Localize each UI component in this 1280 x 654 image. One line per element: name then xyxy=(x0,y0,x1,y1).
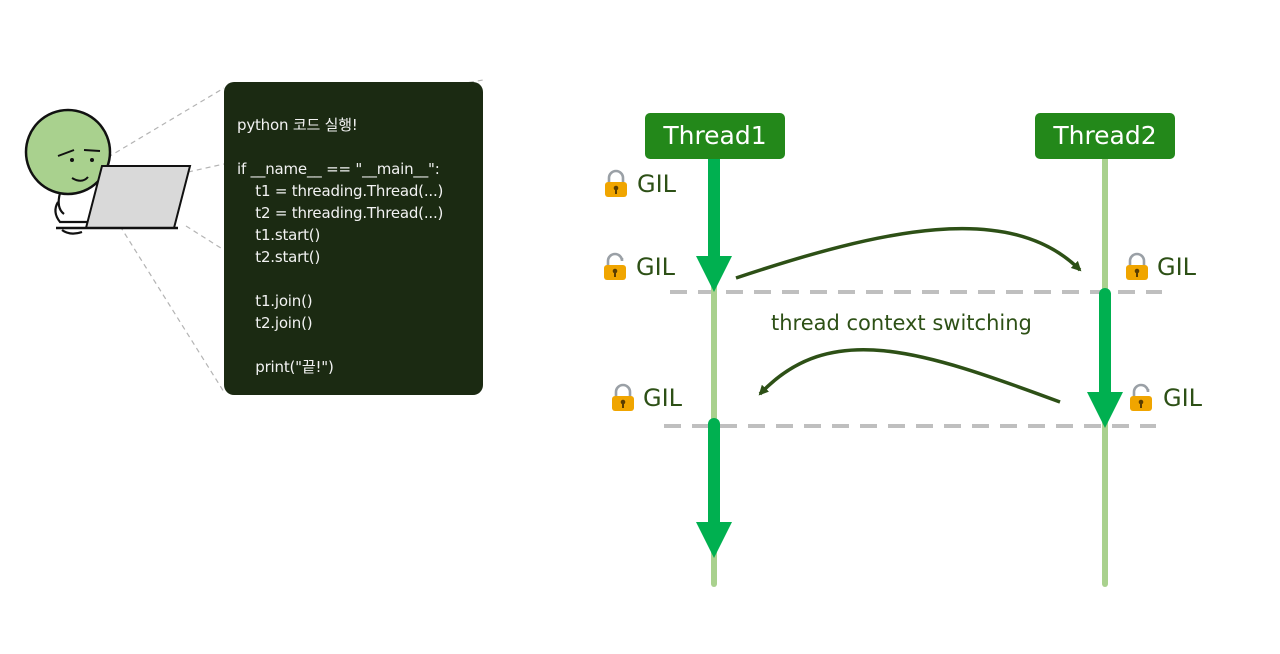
thread1-label: Thread1 xyxy=(645,113,785,159)
character-body xyxy=(54,192,100,224)
thread1-timeline xyxy=(696,147,732,587)
code-line: print("끝!") xyxy=(237,358,334,376)
code-line: python 코드 실행! xyxy=(237,116,358,134)
character-mouth xyxy=(71,176,89,182)
gil-label: GIL xyxy=(636,253,676,281)
thread2-arrowhead xyxy=(1087,392,1123,428)
code-line: if __name__ == "__main__": xyxy=(237,160,440,178)
thread1-arrowhead-2 xyxy=(696,522,732,558)
gil-label: GIL xyxy=(1157,253,1197,281)
code-line: t1 = threading.Thread(...) xyxy=(237,182,444,200)
thread1-arrowhead-1 xyxy=(696,256,732,292)
programmer-illustration xyxy=(24,79,484,393)
laptop-screen xyxy=(84,165,192,229)
thread2-label: Thread2 xyxy=(1035,113,1175,159)
switch-arrow-to-thread2 xyxy=(735,227,1082,280)
code-line: t2.start() xyxy=(237,248,321,266)
gil-thread1-acquire: GIL xyxy=(631,169,676,199)
code-line: t1.join() xyxy=(237,292,313,310)
gil-thread2-release: GIL xyxy=(1157,383,1202,413)
code-line: t2.join() xyxy=(237,314,313,332)
character-brow xyxy=(57,149,75,157)
context-switch-label: thread context switching xyxy=(771,311,1032,335)
lock-icon xyxy=(612,383,634,411)
code-line: t1.start() xyxy=(237,226,321,244)
lock-icon xyxy=(605,169,627,197)
gil-label: GIL xyxy=(1163,384,1203,412)
unlock-icon xyxy=(1130,383,1152,411)
switch-arrow-to-thread1 xyxy=(758,347,1061,404)
gil-thread1-release: GIL xyxy=(630,252,675,282)
code-panel: python 코드 실행! if __name__ == "__main__":… xyxy=(224,82,483,395)
gil-label: GIL xyxy=(643,384,683,412)
code-line: t2 = threading.Thread(...) xyxy=(237,204,444,222)
unlock-icon xyxy=(604,252,626,280)
lock-icon xyxy=(1126,252,1148,280)
gil-thread1-reacquire: GIL xyxy=(637,383,682,413)
thread2-timeline xyxy=(1087,147,1123,587)
gil-label: GIL xyxy=(637,170,677,198)
gil-thread2-acquire: GIL xyxy=(1151,252,1196,282)
